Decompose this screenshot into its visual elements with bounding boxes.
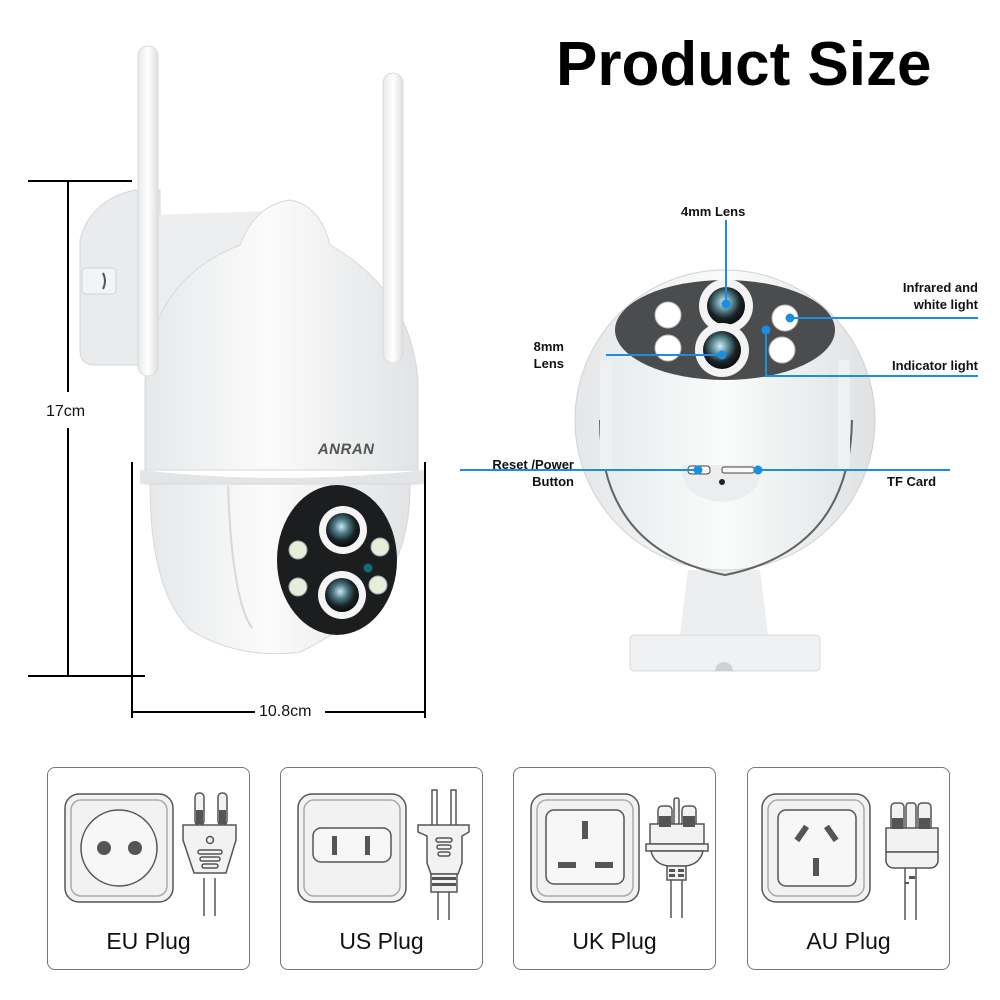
us-plug-icon	[297, 789, 470, 920]
callout-8mm-lens: 8mm Lens	[500, 338, 564, 372]
camera-front-view-illustration	[460, 220, 978, 672]
plug-card-eu: EU Plug	[47, 767, 250, 970]
plug-card-au: AU Plug	[747, 767, 950, 970]
plug-label-eu: EU Plug	[106, 928, 191, 954]
page-title: Product Size	[556, 30, 932, 99]
callout-infrared-light: Infrared and white light	[850, 279, 978, 313]
callout-reset-line2: Button	[532, 474, 574, 489]
plug-label-us: US Plug	[339, 928, 424, 954]
callout-8mm-lens-line1: 8mm	[533, 339, 564, 354]
plug-card-us: US Plug	[280, 767, 483, 970]
eu-plug-icon	[64, 792, 237, 916]
width-dimension-label: 10.8cm	[257, 703, 314, 720]
plug-card-uk: UK Plug	[513, 767, 716, 970]
callout-4mm-lens: 4mm Lens	[681, 204, 746, 219]
plug-label-au: AU Plug	[806, 928, 891, 954]
au-plug-icon	[761, 793, 939, 920]
camera-side-view-illustration	[28, 45, 426, 718]
callout-reset-line1: Reset /Power	[492, 457, 574, 472]
uk-plug-icon	[530, 793, 709, 918]
callout-tf-card: TF Card	[887, 474, 937, 489]
brand-logo: ANRAN	[316, 441, 377, 458]
callout-8mm-lens-line2: Lens	[533, 356, 564, 371]
height-dimension-label: 17cm	[44, 403, 88, 420]
callout-infrared-line1: Infrared and	[902, 280, 978, 295]
plug-label-uk: UK Plug	[572, 928, 657, 954]
callout-reset-power-button: Reset /Power Button	[462, 456, 574, 490]
callout-indicator-light: Indicator light	[892, 358, 978, 373]
callout-infrared-line2: white light	[913, 297, 978, 312]
